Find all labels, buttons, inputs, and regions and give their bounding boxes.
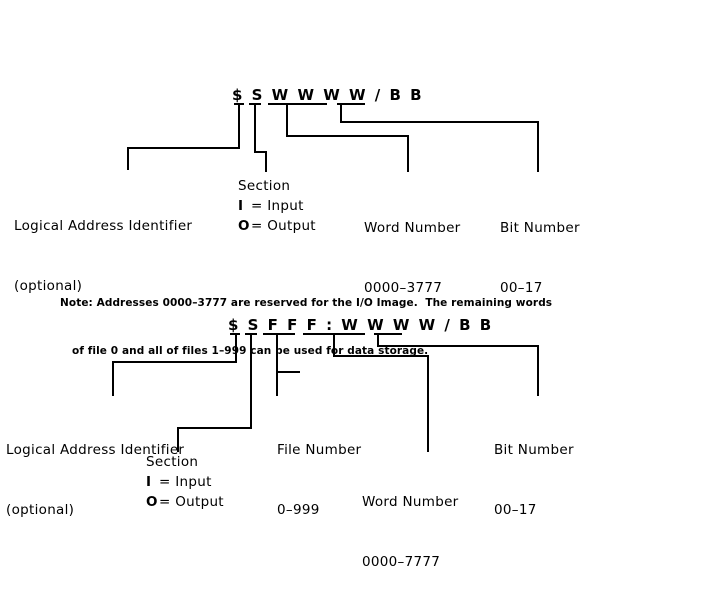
label-bit-number-top: Bit Number 00–17 — [500, 178, 580, 338]
word-number-bottom-line1: Word Number — [362, 494, 459, 510]
section-top-input-row: I = Input — [238, 196, 316, 216]
section-top-output-code: O — [238, 218, 250, 234]
address-format-diagram: $ S W W W W / B B Logical Address Identi… — [6, 86, 580, 570]
formula-bottom: $ S F F F : W W W W / B B — [228, 316, 494, 334]
note-line1: Note: Addresses 0000–3777 are reserved f… — [60, 297, 553, 309]
section-top-output-row: O= Output — [238, 216, 316, 236]
word-number-top-line2: 0000–3777 — [364, 280, 443, 296]
label-logical-address-top: Logical Address Identifier (optional) — [14, 176, 192, 336]
label-section-bottom: Section I = Input O= Output — [146, 452, 224, 512]
bit-number-bottom-line2: 00–17 — [494, 502, 537, 518]
connector-bit-top — [340, 104, 539, 172]
section-bottom-input-row: I = Input — [146, 472, 224, 492]
section-bottom-output-text: = Output — [159, 494, 224, 510]
section-bottom-input-text: = Input — [159, 474, 212, 490]
label-bit-number-bottom: Bit Number 00–17 — [494, 400, 574, 560]
section-bottom-output-code: O — [146, 494, 158, 510]
section-bottom-title: Section — [146, 454, 199, 470]
logical-address-top-line1: Logical Address Identifier — [14, 218, 193, 234]
label-word-number-bottom: Word Number 0000–7777 — [362, 452, 459, 612]
word-number-bottom-line2: 0000–7777 — [362, 554, 441, 570]
note-line2: of file 0 and all of files 1–999 can be … — [72, 345, 429, 357]
connector-word-top — [286, 104, 409, 172]
section-top-title: Section — [238, 178, 291, 194]
bit-number-top-line1: Bit Number — [500, 220, 580, 236]
bit-number-top-line2: 00–17 — [500, 280, 543, 296]
connector-logical-top — [127, 104, 240, 170]
section-bottom-input-code: I — [146, 474, 152, 490]
file-number-line2: 0–999 — [277, 502, 320, 518]
bit-number-bottom-line1: Bit Number — [494, 442, 574, 458]
file-number-line1: File Number — [277, 442, 362, 458]
section-top-input-code: I — [238, 198, 244, 214]
label-file-number-bottom: File Number 0–999 — [277, 400, 361, 560]
logical-address-top-line2: (optional) — [14, 278, 83, 294]
formula-top: $ S W W W W / B B — [232, 86, 424, 104]
section-bottom-output-row: O= Output — [146, 492, 224, 512]
note-block: Note: Addresses 0000–3777 are reserved f… — [60, 263, 552, 391]
word-number-top-line1: Word Number — [364, 220, 461, 236]
label-word-number-top: Word Number 0000–3777 — [364, 178, 461, 338]
connector-section-top — [254, 104, 267, 172]
label-section-top: Section I = Input O= Output — [238, 176, 316, 236]
section-top-output-text: = Output — [251, 218, 316, 234]
logical-address-bottom-line1: Logical Address Identifier — [6, 442, 185, 458]
section-top-input-text: = Input — [251, 198, 304, 214]
